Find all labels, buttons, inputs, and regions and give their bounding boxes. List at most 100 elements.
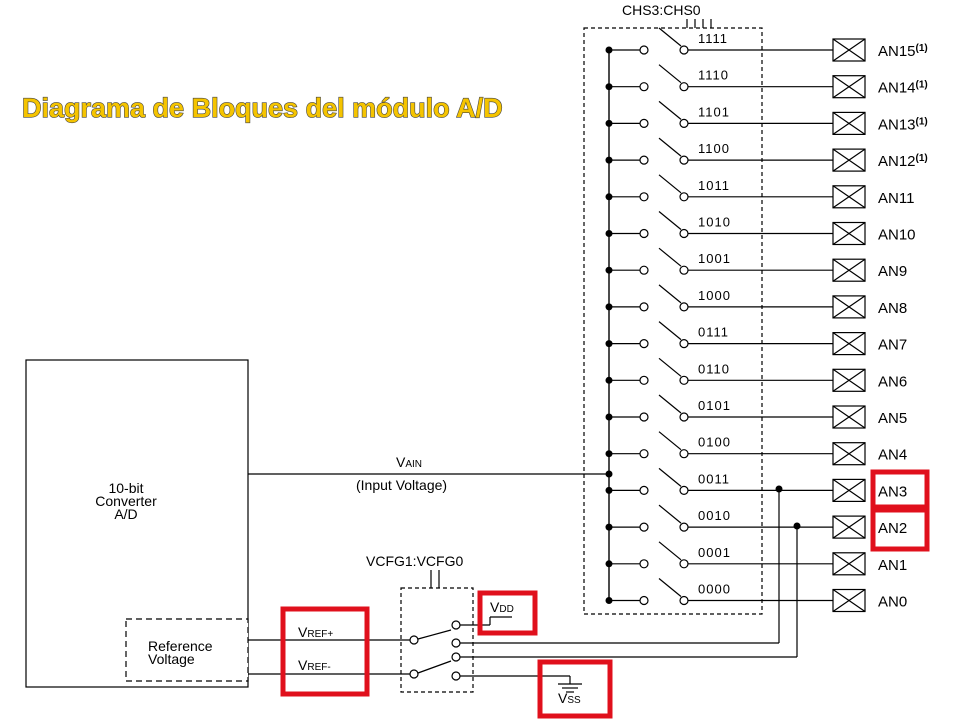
pin-label: AN9 xyxy=(878,263,907,280)
pin-pad-cross-b xyxy=(832,185,866,209)
vss-label: VSS xyxy=(558,690,581,706)
pin-pad-cross-b xyxy=(832,478,866,502)
switch-contact-left xyxy=(639,449,649,459)
highlight-vdd xyxy=(477,590,538,636)
converter-label-line3: A/D xyxy=(114,506,137,522)
channel-bus-junction xyxy=(605,523,613,531)
pin-label: AN6 xyxy=(878,373,907,390)
pin-pad-cross-b xyxy=(832,295,866,319)
pin-pad xyxy=(832,221,866,246)
pin-pad-cross-b xyxy=(832,148,866,172)
switch-blade xyxy=(658,100,682,120)
an2-vref-junction xyxy=(793,522,801,530)
vain-junction xyxy=(605,470,613,478)
pin-pad-cross-b xyxy=(832,332,866,356)
pin-label: AN15(1) xyxy=(878,43,928,60)
switch-contact-left xyxy=(639,265,649,275)
pin-pad xyxy=(832,185,866,209)
switch-contact-right xyxy=(679,265,689,275)
vain-caption: (Input Voltage) xyxy=(356,477,447,493)
switch-contact-left xyxy=(639,339,649,349)
mux-select-label: CHS3:CHS0 xyxy=(622,2,701,18)
switch-contact-left xyxy=(639,375,649,385)
switch-contact-left xyxy=(639,228,649,239)
highlight-an2 xyxy=(870,507,930,552)
highlight-an3 xyxy=(870,469,930,510)
pin-note-mark: (1) xyxy=(916,43,928,54)
switch-contact-left xyxy=(639,155,649,165)
highlight-vss xyxy=(537,659,613,719)
channel-bus-junction xyxy=(605,486,613,494)
pin-label: AN10 xyxy=(878,227,916,244)
switch-contact-right xyxy=(679,192,689,202)
switch-blade xyxy=(658,541,682,561)
pin-pad xyxy=(832,295,866,319)
pin-label: AN12(1) xyxy=(878,153,928,170)
converter-label-line2: Converter xyxy=(95,493,157,509)
converter-block xyxy=(25,359,249,688)
channel-bus-junction xyxy=(605,303,613,311)
pin-pad-cross-b xyxy=(832,368,866,392)
pin-note-mark: (1) xyxy=(916,116,928,127)
switch-blade xyxy=(658,578,682,597)
channel-rows: 1111AN15(1)1110AN14(1)1101AN13(1)1100AN1… xyxy=(605,27,928,613)
switch-contact-right xyxy=(679,82,689,92)
vref-select-label: VCFG1:VCFG0 xyxy=(366,553,463,569)
channel-code: 1010 xyxy=(698,215,731,230)
pin-pad xyxy=(832,38,866,62)
channel-code: 1101 xyxy=(698,104,730,119)
switch-blade xyxy=(658,247,682,267)
channel-bus-junction xyxy=(605,266,613,274)
pin-pad-cross-b xyxy=(832,75,866,99)
pin-pad-cross-b xyxy=(832,442,866,466)
switch-contact-right xyxy=(679,228,689,239)
pin-pad xyxy=(832,442,866,466)
pin-pad-cross-b xyxy=(832,111,866,135)
reference-label-line2: Voltage xyxy=(148,651,195,667)
switch-contact-right xyxy=(679,559,689,569)
channel-code: 0010 xyxy=(698,508,731,523)
vain-label: VAIN xyxy=(396,454,422,470)
channel-bus-junction xyxy=(605,376,613,384)
channel-bus-junction xyxy=(605,340,613,348)
vref-plus-wiring xyxy=(248,489,780,648)
pin-label: AN8 xyxy=(878,300,907,317)
pin-pad-cross-b xyxy=(832,589,866,612)
pin-label: AN0 xyxy=(878,594,907,611)
switch-blade xyxy=(658,357,682,377)
switch-blade xyxy=(658,431,682,451)
pin-pad xyxy=(832,588,866,613)
switch-contact-left xyxy=(639,595,649,606)
pin-pad-cross-b xyxy=(832,222,866,245)
channel-bus-junction xyxy=(605,413,613,421)
pin-pad-cross-b xyxy=(832,258,866,282)
pin-label: AN3 xyxy=(878,483,907,500)
switch-contact-right xyxy=(679,375,689,385)
channel-code: 0110 xyxy=(698,361,730,376)
pin-pad xyxy=(832,332,866,356)
channel-code: 0001 xyxy=(698,545,731,560)
converter-label-line1: 10-bit xyxy=(108,480,143,496)
switch-contact-right xyxy=(679,155,689,165)
switch-contact-right xyxy=(679,595,689,606)
switch-contact-right xyxy=(679,412,689,422)
pin-pad xyxy=(832,515,866,539)
switch-contact-left xyxy=(639,485,649,495)
channel-code: 0000 xyxy=(698,582,731,597)
switch-contact-right xyxy=(679,302,689,312)
channel-bus-junction xyxy=(605,156,613,164)
pin-pad xyxy=(832,405,866,429)
switch-contact-left xyxy=(639,82,649,92)
switch-blade xyxy=(658,174,682,194)
channel-bus-junction xyxy=(605,560,613,568)
